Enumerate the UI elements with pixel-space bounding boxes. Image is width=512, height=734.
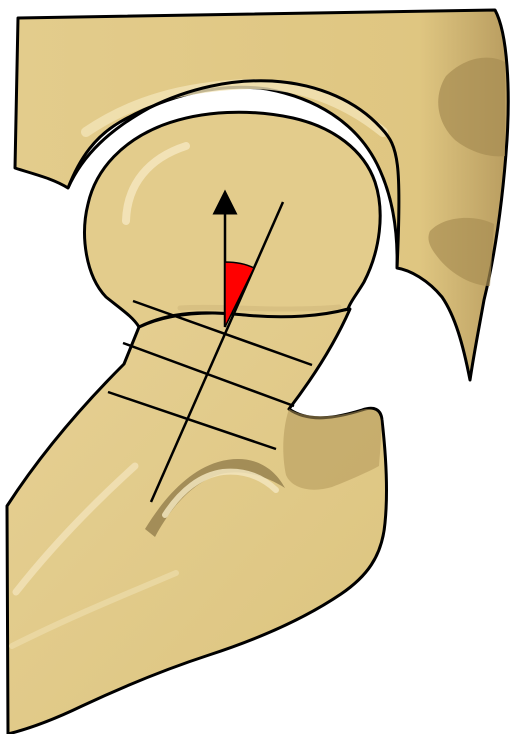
femoral-shaft-and-neck	[7, 309, 386, 734]
neck-highlight	[180, 307, 339, 309]
